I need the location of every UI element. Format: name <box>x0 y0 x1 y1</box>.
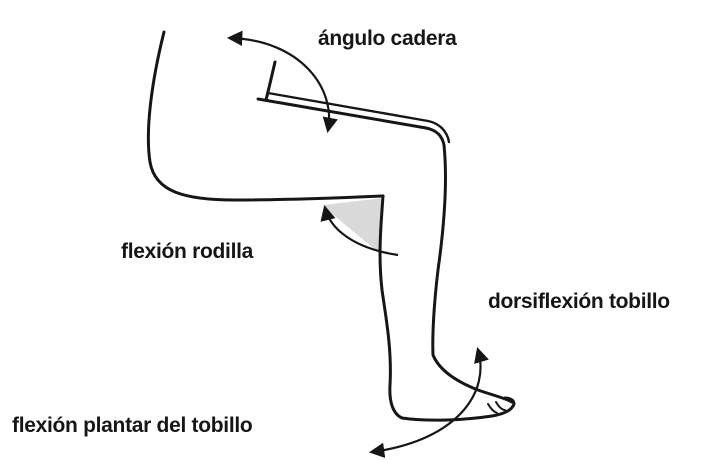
hip-angle-label: ángulo cadera <box>318 27 456 51</box>
ankle-plantar-flexion-label: flexión plantar del tobillo <box>12 414 252 438</box>
thigh-top-outline <box>258 99 444 145</box>
knee-angle-shade <box>323 198 383 255</box>
shin-front-outline <box>433 145 512 402</box>
knee-flexion-label: flexión rodilla <box>121 240 253 264</box>
ankle-dorsiflexion-label: dorsiflexión tobillo <box>488 290 670 314</box>
ankle-motion-arrow <box>372 350 481 452</box>
hip-angle-arrow <box>230 38 329 130</box>
calf-back-outline <box>380 196 402 418</box>
toe-lines <box>488 402 505 413</box>
